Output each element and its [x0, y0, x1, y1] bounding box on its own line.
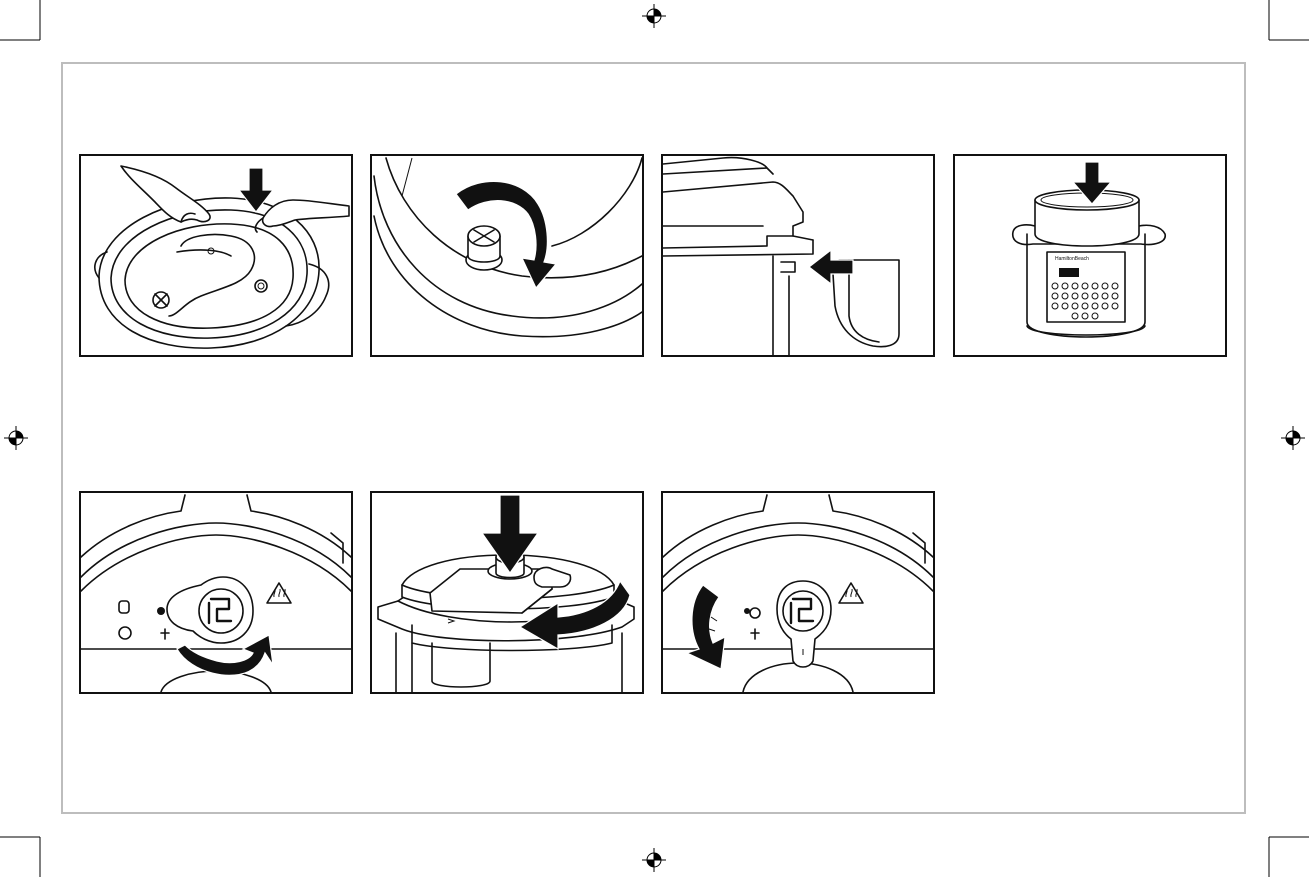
panel-install-seal-ring	[79, 154, 353, 357]
panel-turn-knob-to-vent	[661, 491, 935, 694]
panel-attach-condensation-cup	[661, 154, 935, 357]
counterclockwise-arrow-icon	[663, 493, 933, 692]
left-arrow-icon	[663, 156, 933, 355]
control-buttons	[1052, 283, 1118, 319]
hands-pressing-ring-icon	[81, 156, 351, 355]
down-arrow-icon	[372, 493, 642, 692]
panel-insert-inner-pot: HamiltonBeach	[953, 154, 1227, 357]
registration-target-icon	[642, 848, 666, 872]
panel-turn-knob-to-seal	[79, 491, 353, 694]
registration-target-icon	[642, 4, 666, 28]
registration-target-icon	[1281, 426, 1305, 450]
brand-label: HamiltonBeach	[1055, 256, 1089, 262]
clockwise-arrow-icon	[372, 156, 642, 355]
clockwise-arrow-icon	[81, 493, 351, 692]
panel-press-and-rotate-lid	[370, 491, 644, 694]
registration-target-icon	[4, 426, 28, 450]
down-arrow-icon: HamiltonBeach	[955, 156, 1225, 355]
panel-twist-float-valve	[370, 154, 644, 357]
